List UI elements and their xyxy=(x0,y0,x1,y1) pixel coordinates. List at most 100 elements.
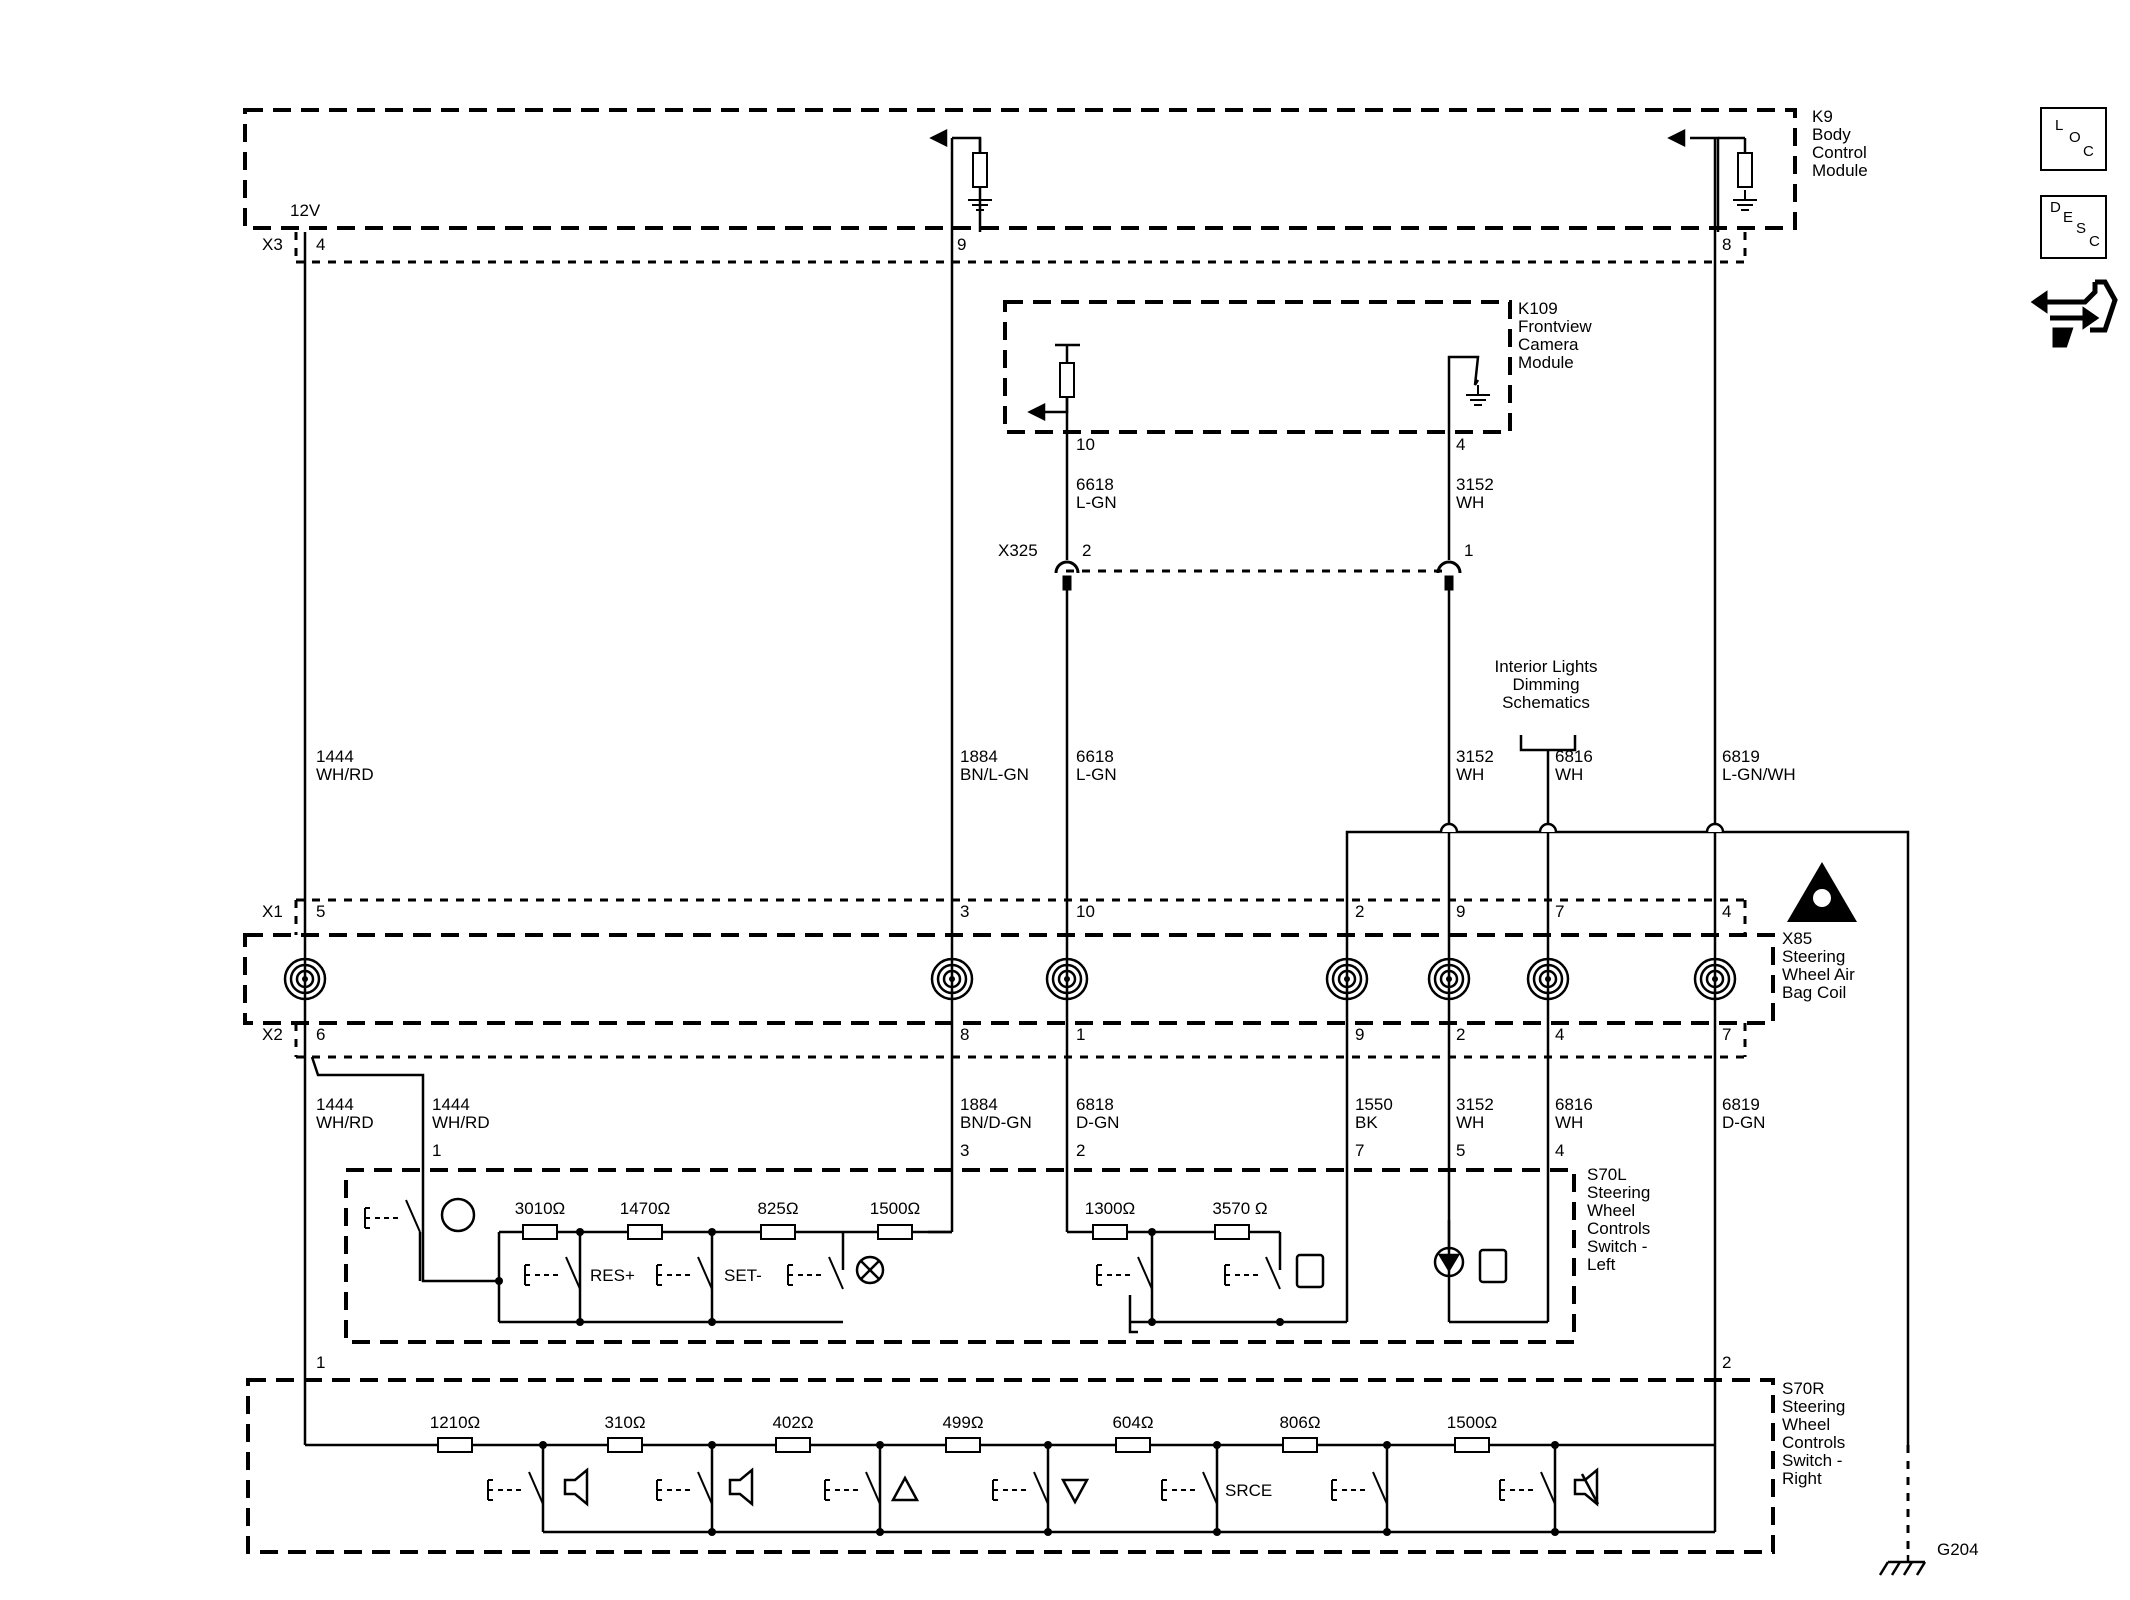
x85-box xyxy=(243,933,1775,1025)
svg-text:6816: 6816 xyxy=(1555,747,1593,766)
svg-text:7: 7 xyxy=(1722,1025,1731,1044)
svg-text:Body: Body xyxy=(1812,125,1851,144)
svg-text:X1: X1 xyxy=(262,902,283,921)
svg-text:8: 8 xyxy=(1722,235,1731,254)
connector-end-view-icon[interactable] xyxy=(2030,279,2118,348)
svg-text:Module: Module xyxy=(1812,161,1868,180)
svg-text:SET-: SET- xyxy=(724,1266,762,1285)
svg-text:1: 1 xyxy=(432,1141,441,1160)
svg-text:Controls: Controls xyxy=(1587,1219,1650,1238)
resistor-values: 3010Ω 1470Ω 825Ω 1500Ω 1300Ω 3570 Ω 1210… xyxy=(430,1199,1498,1432)
svg-text:2: 2 xyxy=(1355,902,1364,921)
desc-icon[interactable]: D E S C xyxy=(2040,195,2107,259)
svg-text:6816: 6816 xyxy=(1555,1095,1593,1114)
svg-text:5: 5 xyxy=(316,902,325,921)
svg-text:L-GN/WH: L-GN/WH xyxy=(1722,765,1796,784)
svg-text:Dimming: Dimming xyxy=(1512,675,1579,694)
svg-text:Steering: Steering xyxy=(1782,947,1845,966)
svg-text:12V: 12V xyxy=(290,201,321,220)
s70l-switches xyxy=(440,1197,1508,1290)
svg-text:3152: 3152 xyxy=(1456,747,1494,766)
svg-text:6819: 6819 xyxy=(1722,1095,1760,1114)
svg-text:Control: Control xyxy=(1812,143,1867,162)
svg-text:Module: Module xyxy=(1518,353,1574,372)
svg-text:RES+: RES+ xyxy=(590,1266,635,1285)
svg-text:WH: WH xyxy=(1456,765,1484,784)
x85-label: X85 xyxy=(1782,929,1812,948)
svg-text:4: 4 xyxy=(1456,435,1465,454)
svg-text:Wheel: Wheel xyxy=(1587,1201,1635,1220)
svg-text:O: O xyxy=(2069,129,2081,146)
svg-text:1884: 1884 xyxy=(960,747,998,766)
svg-text:S: S xyxy=(2076,220,2086,237)
svg-text:3: 3 xyxy=(960,902,969,921)
svg-text:2: 2 xyxy=(1076,1141,1085,1160)
svg-text:E: E xyxy=(2063,209,2073,226)
svg-text:WH: WH xyxy=(1456,1113,1484,1132)
svg-text:1210Ω: 1210Ω xyxy=(430,1413,481,1432)
svg-text:X2: X2 xyxy=(262,1025,283,1044)
svg-text:L-GN: L-GN xyxy=(1076,765,1117,784)
svg-text:1470Ω: 1470Ω xyxy=(620,1199,671,1218)
svg-text:L-GN: L-GN xyxy=(1076,493,1117,512)
airbag-coils xyxy=(283,957,1737,1001)
svg-text:Steering: Steering xyxy=(1587,1183,1650,1202)
svg-text:4: 4 xyxy=(316,235,325,254)
svg-text:310Ω: 310Ω xyxy=(604,1413,645,1432)
svg-text:WH/RD: WH/RD xyxy=(316,1113,374,1132)
svg-text:1300Ω: 1300Ω xyxy=(1085,1199,1136,1218)
svg-text:WH/RD: WH/RD xyxy=(316,765,374,784)
svg-text:6618: 6618 xyxy=(1076,747,1114,766)
svg-text:1: 1 xyxy=(316,1353,325,1372)
svg-text:2: 2 xyxy=(1456,1025,1465,1044)
svg-text:1: 1 xyxy=(1464,541,1473,560)
svg-text:Switch -: Switch - xyxy=(1587,1237,1647,1256)
k109-box xyxy=(1003,300,1512,434)
svg-text:Steering: Steering xyxy=(1782,1397,1845,1416)
svg-text:2: 2 xyxy=(1082,541,1091,560)
svg-text:Camera: Camera xyxy=(1518,335,1579,354)
svg-text:4: 4 xyxy=(1722,902,1731,921)
interior-lights-label: Interior Lights xyxy=(1495,657,1598,676)
svg-text:Switch -: Switch - xyxy=(1782,1451,1842,1470)
svg-text:Wheel: Wheel xyxy=(1782,1415,1830,1434)
svg-text:SRCE: SRCE xyxy=(1225,1481,1272,1500)
svg-text:825Ω: 825Ω xyxy=(757,1199,798,1218)
svg-text:9: 9 xyxy=(957,235,966,254)
svg-text:1444: 1444 xyxy=(316,1095,354,1114)
svg-text:10: 10 xyxy=(1076,902,1095,921)
k109-label: K109 xyxy=(1518,299,1558,318)
svg-text:1500Ω: 1500Ω xyxy=(870,1199,921,1218)
svg-text:3: 3 xyxy=(960,1141,969,1160)
s70l-box xyxy=(344,1168,1576,1344)
svg-text:BN/D-GN: BN/D-GN xyxy=(960,1113,1032,1132)
ground-label: G204 xyxy=(1937,1540,1979,1559)
svg-text:C: C xyxy=(2089,233,2100,250)
svg-text:Wheel Air: Wheel Air xyxy=(1782,965,1855,984)
svg-text:1444: 1444 xyxy=(432,1095,470,1114)
svg-text:6819: 6819 xyxy=(1722,747,1760,766)
svg-text:3010Ω: 3010Ω xyxy=(515,1199,566,1218)
svg-text:WH: WH xyxy=(1456,493,1484,512)
svg-text:1550: 1550 xyxy=(1355,1095,1393,1114)
k9-box xyxy=(243,108,1797,230)
loc-icon[interactable]: L O C xyxy=(2040,107,2107,171)
pin-numbers: 4 9 8 10 4 2 1 5 3 10 2 9 7 4 6 8 1 9 2 … xyxy=(316,235,1731,1372)
svg-text:3152: 3152 xyxy=(1456,1095,1494,1114)
svg-text:BN/L-GN: BN/L-GN xyxy=(960,765,1029,784)
svg-text:BK: BK xyxy=(1355,1113,1378,1132)
switch-labels: RES+ SET- SRCE xyxy=(590,1266,1272,1500)
svg-text:D-GN: D-GN xyxy=(1722,1113,1765,1132)
svg-text:7: 7 xyxy=(1555,902,1564,921)
svg-text:3570 Ω: 3570 Ω xyxy=(1212,1199,1267,1218)
svg-text:Frontview: Frontview xyxy=(1518,317,1592,336)
module-labels: K9 Body Control Module K109 Frontview Ca… xyxy=(1495,107,1979,1559)
svg-text:Bag Coil: Bag Coil xyxy=(1782,983,1846,1002)
svg-text:499Ω: 499Ω xyxy=(942,1413,983,1432)
svg-text:9: 9 xyxy=(1355,1025,1364,1044)
svg-text:6: 6 xyxy=(316,1025,325,1044)
svg-text:806Ω: 806Ω xyxy=(1279,1413,1320,1432)
svg-text:7: 7 xyxy=(1355,1141,1364,1160)
